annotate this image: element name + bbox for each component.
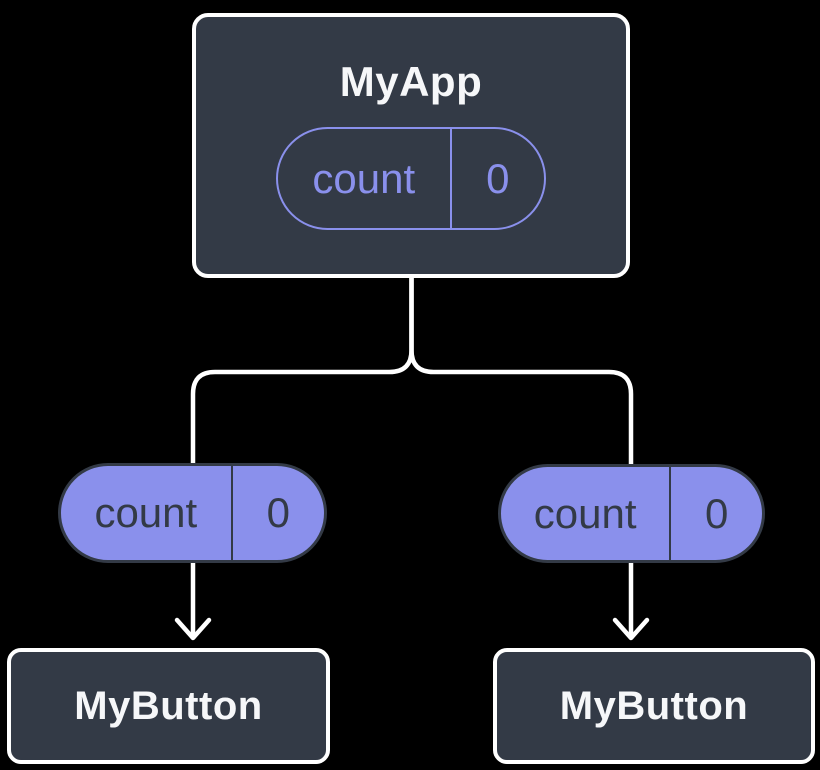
node-myapp: MyApp count 0: [192, 13, 630, 278]
node-mybutton-title: MyButton: [74, 684, 263, 728]
node-mybutton-left: MyButton: [7, 648, 330, 764]
prop-pill-name: count: [533, 489, 637, 537]
state-pill-value: 0: [449, 129, 544, 228]
prop-pill-right: count 0: [498, 464, 765, 563]
prop-pill-value: 0: [230, 466, 324, 560]
connector-branch-left: [190, 273, 414, 639]
state-pill-myapp: count 0: [276, 127, 546, 230]
arrowhead-down-icon: [612, 617, 650, 641]
node-mybutton-right: MyButton: [493, 648, 815, 764]
node-myapp-title: MyApp: [339, 58, 483, 105]
node-mybutton-title: MyButton: [559, 684, 749, 728]
prop-pill-left: count 0: [58, 463, 327, 563]
arrowhead-down-icon: [174, 617, 212, 641]
prop-pill-value: 0: [669, 467, 762, 560]
prop-pill-name: count: [94, 489, 198, 536]
connector-branch-right: [409, 273, 634, 639]
state-pill-name: count: [312, 154, 416, 202]
